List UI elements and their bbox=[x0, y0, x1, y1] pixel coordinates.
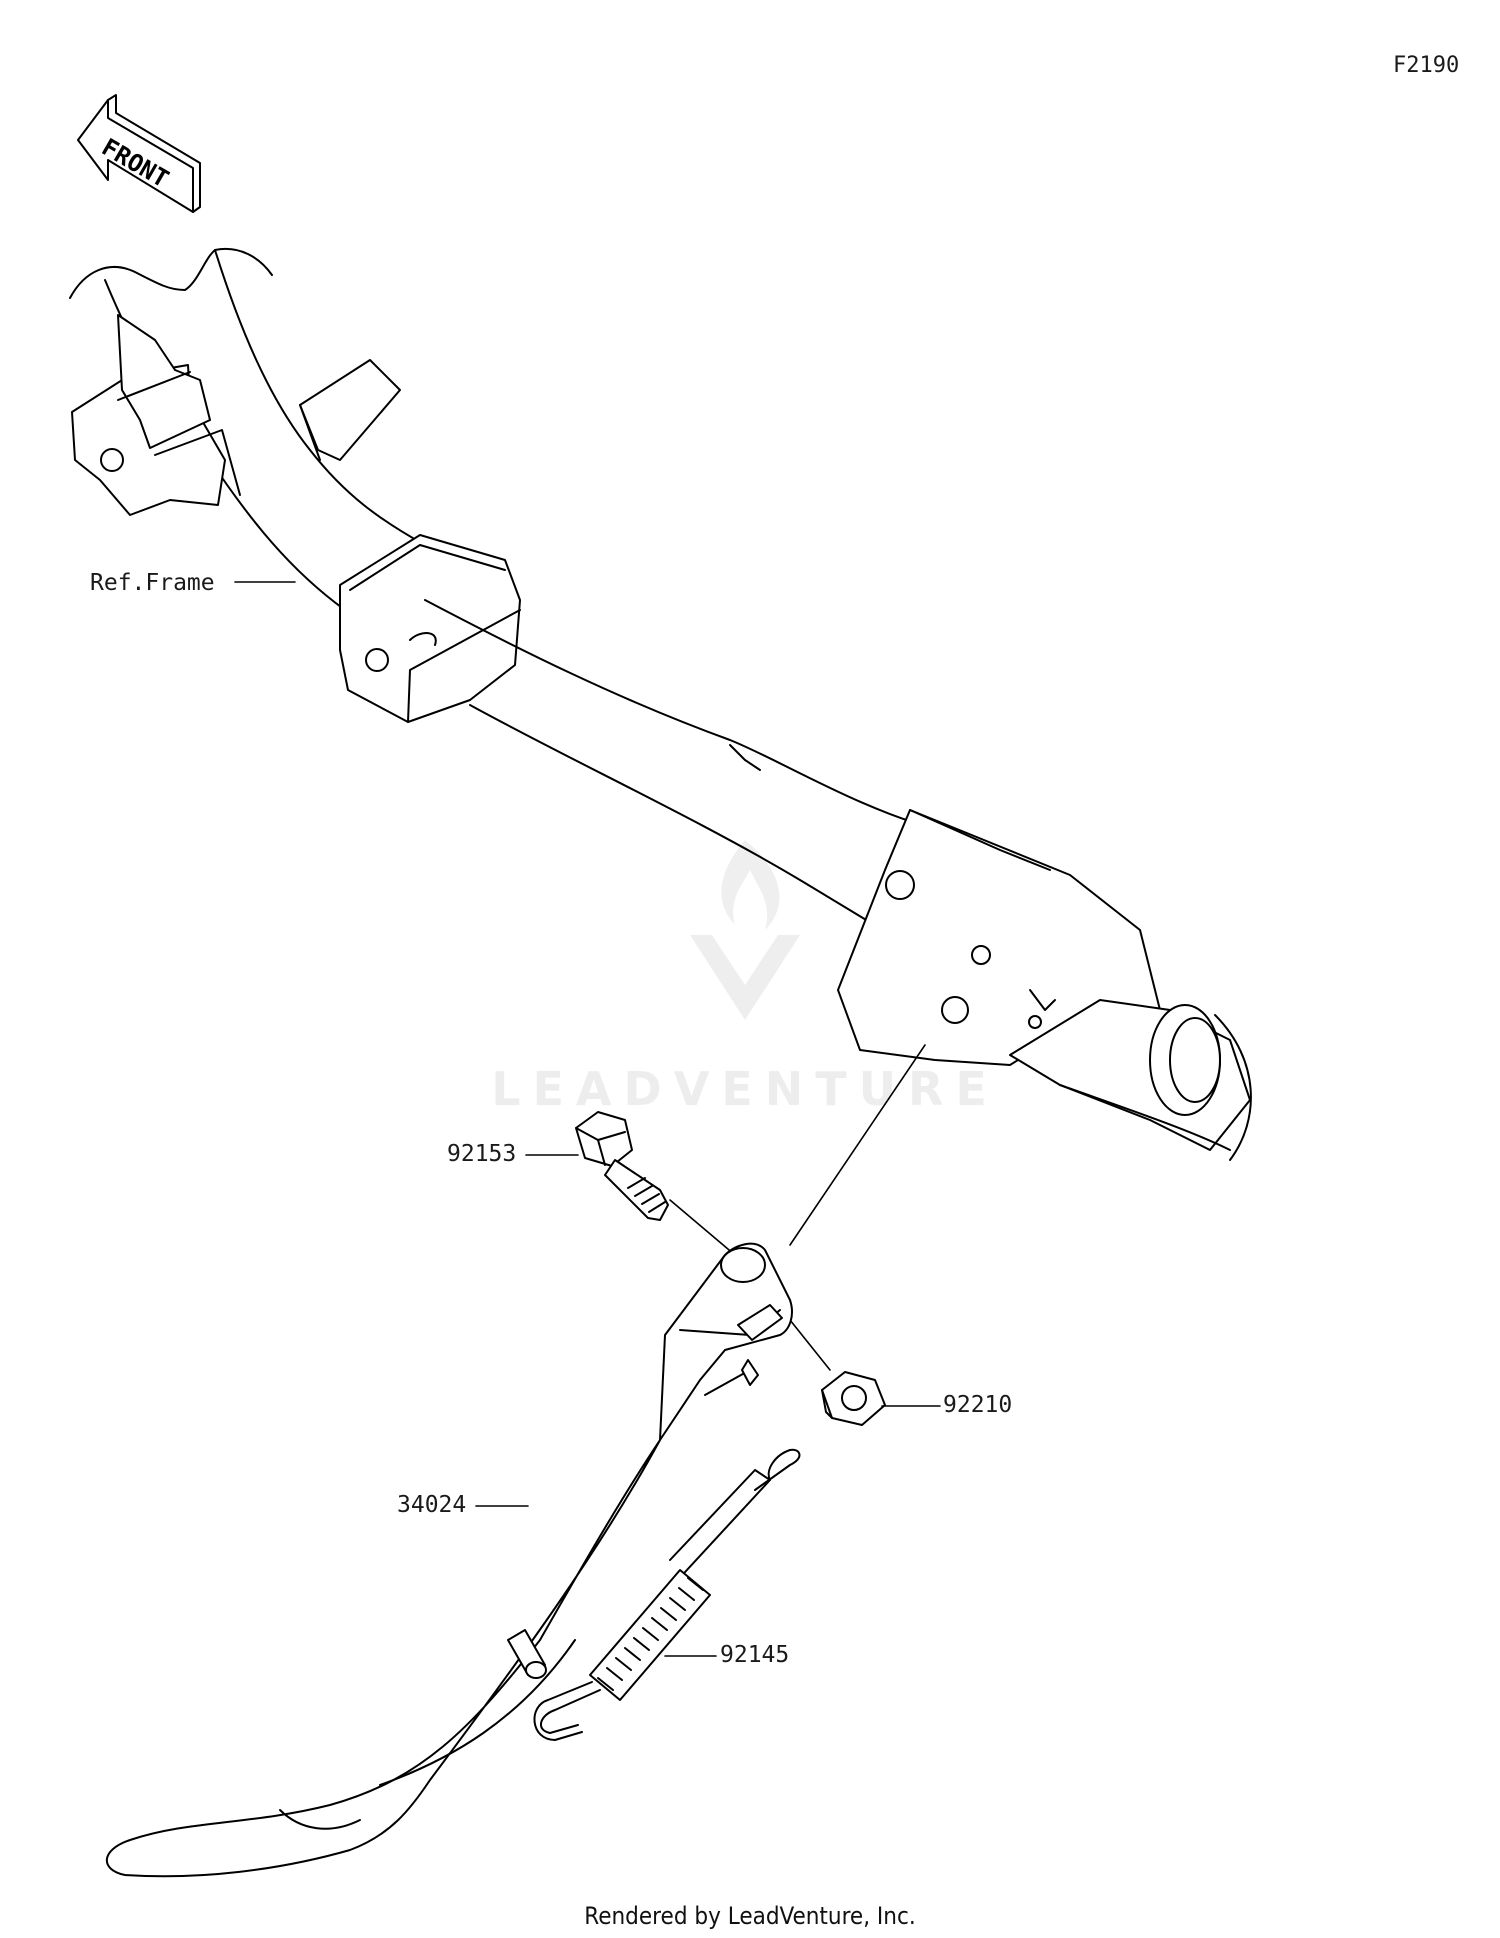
part-label-92210: 92210 bbox=[943, 1392, 1012, 1418]
bolt-icon bbox=[575, 1111, 669, 1221]
part-label-92145: 92145 bbox=[720, 1642, 789, 1668]
nut-axis-line bbox=[789, 1319, 831, 1371]
front-arrow-icon: FRONT bbox=[77, 94, 201, 213]
frame-illustration bbox=[69, 247, 1252, 1161]
figure-id: F2190 bbox=[1393, 53, 1459, 78]
watermark-text: LEADVENTURE bbox=[491, 1062, 999, 1116]
part-label-34024: 34024 bbox=[397, 1492, 466, 1518]
bolt-axis-line bbox=[669, 1199, 736, 1256]
leadventure-watermark: LEADVENTURE bbox=[491, 840, 999, 1116]
part-label-92153: 92153 bbox=[447, 1141, 516, 1167]
mount-axis-line bbox=[789, 1044, 926, 1246]
side-stand-icon bbox=[105, 1242, 793, 1878]
footer-credit: Rendered by LeadVenture, Inc. bbox=[584, 1902, 915, 1930]
nut-icon bbox=[821, 1371, 886, 1426]
ref-frame-label: Ref.Frame bbox=[90, 570, 215, 596]
spring-icon bbox=[533, 1448, 801, 1741]
